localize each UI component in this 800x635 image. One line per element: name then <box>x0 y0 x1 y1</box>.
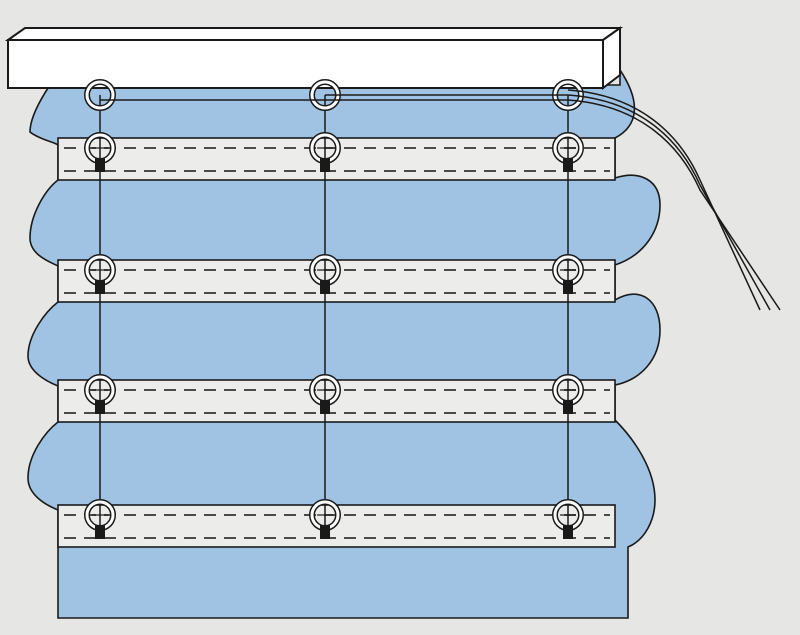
pull-cord <box>100 99 781 311</box>
ring-icon <box>309 132 341 172</box>
blind-fabric <box>27 67 661 619</box>
ring-icon <box>309 374 341 414</box>
ring-icon <box>552 499 584 539</box>
ring-icon <box>552 254 584 294</box>
ring-icon <box>84 374 116 414</box>
ring-icon <box>84 499 116 539</box>
pull-cords <box>100 89 781 311</box>
pull-cord <box>567 89 761 311</box>
ring-icon <box>84 132 116 172</box>
ring-icon <box>552 374 584 414</box>
ring-icon <box>309 254 341 294</box>
ring-icon <box>84 254 116 294</box>
ring-icon <box>309 499 341 539</box>
pull-cord <box>325 94 771 311</box>
top-ring-icon <box>84 79 116 111</box>
top-rail <box>4 26 624 91</box>
ring-icon <box>552 132 584 172</box>
